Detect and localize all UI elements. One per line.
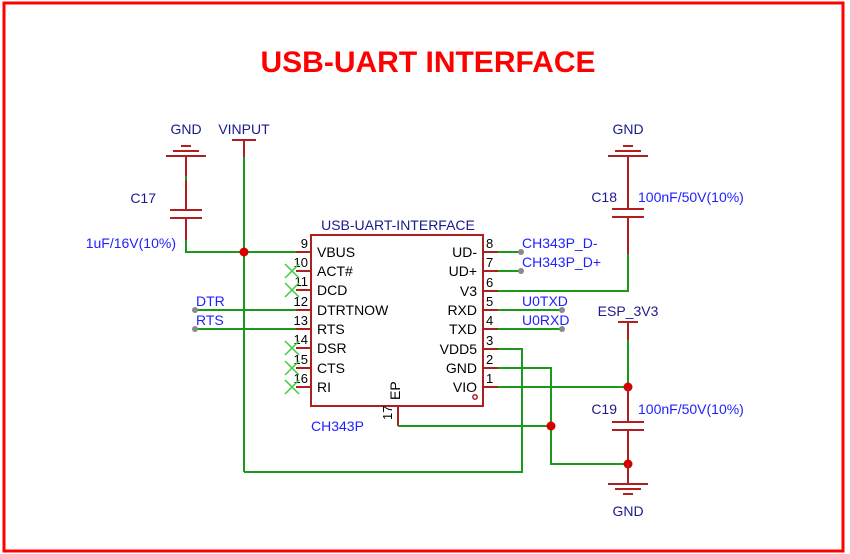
no-connect-icon-11 <box>284 282 300 298</box>
net-label-dtr: DTR <box>196 293 225 309</box>
pin-17: EP 17 <box>380 381 403 426</box>
svg-text:TXD: TXD <box>449 321 477 337</box>
c18-ref: C18 <box>591 189 617 205</box>
net-port-rts <box>192 326 198 332</box>
no-connect-icon-14 <box>284 340 300 356</box>
svg-text:RTS: RTS <box>317 321 345 337</box>
net-port-u0rxd <box>559 326 565 332</box>
svg-text:9: 9 <box>301 236 308 251</box>
sheet-title: USB-UART INTERFACE <box>261 46 596 79</box>
ic-left-pins: 9 VBUS 10 ACT# 11 DCD 12 DTRTNOW 13 RTS … <box>294 236 390 395</box>
ic-right-pins: 8 UD- 7 UD+ 6 V3 5 RXD 4 TXD 3 VDD5 2 GN… <box>440 236 498 400</box>
svg-text:EP: EP <box>387 381 403 400</box>
ground-symbol-c17 <box>166 145 206 157</box>
c17-ref: C17 <box>130 190 156 206</box>
svg-text:2: 2 <box>486 352 493 367</box>
svg-text:DSR: DSR <box>317 340 347 356</box>
svg-text:5: 5 <box>486 294 493 309</box>
c17-value: 1uF/16V(10%) <box>86 235 176 251</box>
pin-4: 4 TXD <box>449 313 498 337</box>
net-label-rts: RTS <box>196 312 224 328</box>
net-port-d-minus <box>518 249 524 255</box>
wire-vbus <box>185 240 296 253</box>
no-connect-icon-16 <box>284 379 300 395</box>
svg-text:8: 8 <box>486 236 493 251</box>
pin-1: 1 VIO <box>453 371 498 395</box>
junction-vio <box>623 382 633 392</box>
wire-gnd <box>498 367 628 465</box>
wire-vdd5 <box>244 348 523 473</box>
pin-7: 7 UD+ <box>449 255 498 279</box>
svg-text:7: 7 <box>486 255 493 270</box>
svg-text:6: 6 <box>486 275 493 290</box>
svg-text:VBUS: VBUS <box>317 244 355 260</box>
pin-9: 9 VBUS <box>296 236 355 260</box>
pin-8: 8 UD- <box>452 236 498 260</box>
c17-capacitor[interactable]: GND C17 1uF/16V(10%) <box>86 121 206 251</box>
svg-text:4: 4 <box>486 313 493 328</box>
no-connect-icon-15 <box>284 360 300 376</box>
svg-text:VIO: VIO <box>453 379 477 395</box>
ic-name: USB-UART-INTERFACE <box>321 217 475 233</box>
pin-2: 2 GND <box>446 352 498 376</box>
junction-ep <box>546 421 556 431</box>
gnd-label-c19: GND <box>612 503 643 519</box>
ic-part-number: CH343P <box>311 418 364 434</box>
svg-text:GND: GND <box>446 360 477 376</box>
svg-text:13: 13 <box>294 313 308 328</box>
svg-text:12: 12 <box>294 294 308 309</box>
svg-text:DCD: DCD <box>317 282 347 298</box>
svg-text:UD-: UD- <box>452 244 477 260</box>
pin-3: 3 VDD5 <box>440 333 498 357</box>
svg-text:17: 17 <box>380 406 395 420</box>
esp-3v3-label: ESP_3V3 <box>598 303 659 319</box>
svg-text:V3: V3 <box>460 283 477 299</box>
c18-capacitor[interactable]: GND C18 100nF/50V(10%) <box>591 121 744 254</box>
svg-text:RI: RI <box>317 379 331 395</box>
no-connect-markers <box>284 263 300 395</box>
pin-5: 5 RXD <box>447 294 498 318</box>
active-low-bubble-icon <box>472 394 478 400</box>
svg-text:VDD5: VDD5 <box>440 341 478 357</box>
ground-symbol-c18 <box>608 145 648 157</box>
net-port-dtr <box>192 307 198 313</box>
svg-text:UD+: UD+ <box>449 263 477 279</box>
svg-text:RXD: RXD <box>447 302 477 318</box>
c19-capacitor[interactable]: C19 100nF/50V(10%) <box>591 388 744 464</box>
gnd-label-c18: GND <box>612 121 643 137</box>
c18-value: 100nF/50V(10%) <box>638 189 744 205</box>
svg-text:1: 1 <box>486 371 493 386</box>
svg-text:ACT#: ACT# <box>317 263 353 279</box>
net-label-d-minus: CH343P_D- <box>522 235 598 251</box>
pin-13: 13 RTS <box>294 313 345 337</box>
c19-ref: C19 <box>591 401 617 417</box>
svg-text:3: 3 <box>486 333 493 348</box>
gnd-label-c17: GND <box>170 121 201 137</box>
c19-value: 100nF/50V(10%) <box>638 401 744 417</box>
svg-text:DTRTNOW: DTRTNOW <box>317 302 389 318</box>
pin-6: 6 V3 <box>460 275 498 299</box>
no-connect-icon-10 <box>284 263 300 279</box>
net-label-u0rxd: U0RXD <box>522 312 569 328</box>
wire-v3 <box>498 254 629 292</box>
vinput-label: VINPUT <box>218 121 270 137</box>
net-label-d-plus: CH343P_D+ <box>522 254 601 270</box>
net-port-d-plus <box>518 268 524 274</box>
net-label-u0txd: U0TXD <box>522 293 568 309</box>
junction-vbus <box>239 247 249 257</box>
ground-symbol-c19 <box>608 483 648 495</box>
svg-text:CTS: CTS <box>317 360 345 376</box>
pin-12: 12 DTRTNOW <box>294 294 390 318</box>
net-port-u0txd <box>559 307 565 313</box>
